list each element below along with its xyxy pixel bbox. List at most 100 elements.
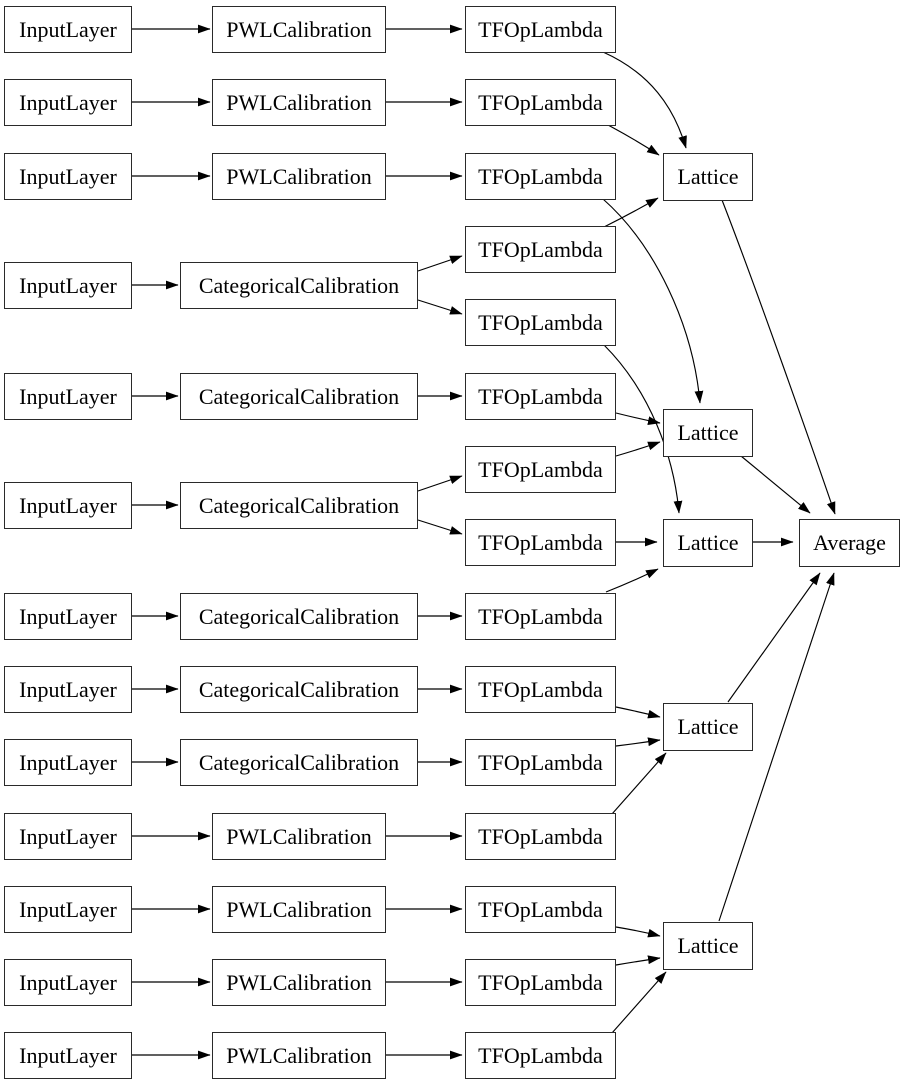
node-calib-9: CategoricalCalibration [180,739,418,786]
node-lambda-10: TFOpLambda [465,666,616,713]
node-label: InputLayer [19,383,117,409]
edge-lambda-6-to-lattice-2 [615,412,661,425]
node-input-2: InputLayer [4,79,132,126]
node-label: InputLayer [19,603,117,629]
node-calib-12: PWLCalibration [212,959,386,1006]
node-input-1: InputLayer [4,6,132,53]
node-lattice-3: Lattice [663,519,753,567]
node-lambda-4: TFOpLambda [465,226,616,273]
edge-lambda-13-to-lattice-5 [615,926,661,938]
node-label: PWLCalibration [226,969,372,995]
node-lambda-6: TFOpLambda [465,373,616,420]
node-lambda-13: TFOpLambda [465,886,616,933]
node-label: InputLayer [19,1042,117,1068]
edges-group [132,24,836,1060]
edge-lambda-5-to-lattice-3 [603,344,683,514]
edge-lattice-2-to-average [740,455,811,514]
node-calib-8: CategoricalCalibration [180,666,418,713]
node-label: TFOpLambda [478,823,603,849]
node-calib-7: CategoricalCalibration [180,593,418,640]
node-label: TFOpLambda [478,383,603,409]
node-label: Lattice [677,530,739,555]
edge-lambda-15-to-lattice-5 [611,971,667,1034]
node-calib-2: PWLCalibration [212,79,386,126]
node-label: Average [813,530,886,555]
node-calib-10: PWLCalibration [212,813,386,860]
node-label: TFOpLambda [478,676,603,702]
node-label: InputLayer [19,163,117,189]
node-lambda-14: TFOpLambda [465,959,616,1006]
node-lambda-7: TFOpLambda [465,446,616,493]
node-input-13: InputLayer [4,1032,132,1079]
node-label: CategoricalCalibration [198,603,400,629]
node-label: CategoricalCalibration [198,272,400,298]
node-label: InputLayer [19,969,117,995]
node-label: PWLCalibration [226,16,372,42]
node-label: InputLayer [19,823,117,849]
edge-lattice-5-to-average [718,572,835,922]
node-calib-13: PWLCalibration [212,1032,386,1079]
node-input-9: InputLayer [4,739,132,786]
node-calib-3: PWLCalibration [212,153,386,200]
node-label: InputLayer [19,272,117,298]
node-label: InputLayer [19,896,117,922]
node-label: Lattice [677,714,739,739]
node-input-8: InputLayer [4,666,132,713]
edge-lambda-1-to-lattice-1 [602,51,687,149]
node-label: TFOpLambda [478,969,603,995]
node-average: Average [799,519,900,567]
node-label: CategoricalCalibration [198,676,400,702]
node-lambda-11: TFOpLambda [465,739,616,786]
node-lattice-5: Lattice [663,922,753,970]
node-calib-5: CategoricalCalibration [180,373,418,420]
node-label: CategoricalCalibration [198,383,400,409]
node-lambda-5: TFOpLambda [465,299,616,346]
node-lambda-8: TFOpLambda [465,519,616,566]
node-label: TFOpLambda [478,896,603,922]
node-lambda-15: TFOpLambda [465,1032,616,1079]
edge-lambda-10-to-lattice-4 [615,706,661,719]
node-label: InputLayer [19,16,117,42]
node-label: PWLCalibration [226,89,372,115]
node-calib-1: PWLCalibration [212,6,386,53]
node-label: PWLCalibration [226,896,372,922]
node-input-7: InputLayer [4,593,132,640]
node-input-11: InputLayer [4,886,132,933]
edge-lattice-4-to-average [727,572,821,703]
node-label: PWLCalibration [226,823,372,849]
node-label: InputLayer [19,749,117,775]
edge-lambda-2-to-lattice-1 [607,124,660,156]
edge-calib-4-to-lambda-5 [417,299,463,315]
node-label: Lattice [677,420,739,445]
node-label: InputLayer [19,492,117,518]
node-label: TFOpLambda [478,309,603,335]
edge-lambda-3-to-lattice-2 [602,198,704,404]
edge-lambda-4-to-lattice-1 [603,197,659,228]
edge-calib-4-to-lambda-4 [417,255,463,272]
node-label: PWLCalibration [226,1042,372,1068]
node-label: CategoricalCalibration [198,492,400,518]
node-label: TFOpLambda [478,89,603,115]
node-label: InputLayer [19,89,117,115]
node-label: CategoricalCalibration [198,749,400,775]
node-label: TFOpLambda [478,456,603,482]
node-label: TFOpLambda [478,1042,603,1068]
node-label: PWLCalibration [226,163,372,189]
node-input-6: InputLayer [4,482,132,529]
node-lambda-3: TFOpLambda [465,153,616,200]
node-lambda-1: TFOpLambda [465,6,616,53]
edge-lattice-1-to-average [721,199,836,515]
node-input-10: InputLayer [4,813,132,860]
node-lambda-12: TFOpLambda [465,813,616,860]
edge-lambda-9-to-lattice-3 [605,568,659,593]
node-calib-4: CategoricalCalibration [180,262,418,309]
node-label: TFOpLambda [478,236,603,262]
node-lattice-1: Lattice [663,153,753,201]
edge-calib-6-to-lambda-7 [417,475,463,492]
node-lattice-4: Lattice [663,703,753,751]
node-label: InputLayer [19,676,117,702]
node-input-12: InputLayer [4,959,132,1006]
edge-lambda-7-to-lattice-2 [615,441,661,457]
edge-calib-6-to-lambda-8 [417,519,463,535]
